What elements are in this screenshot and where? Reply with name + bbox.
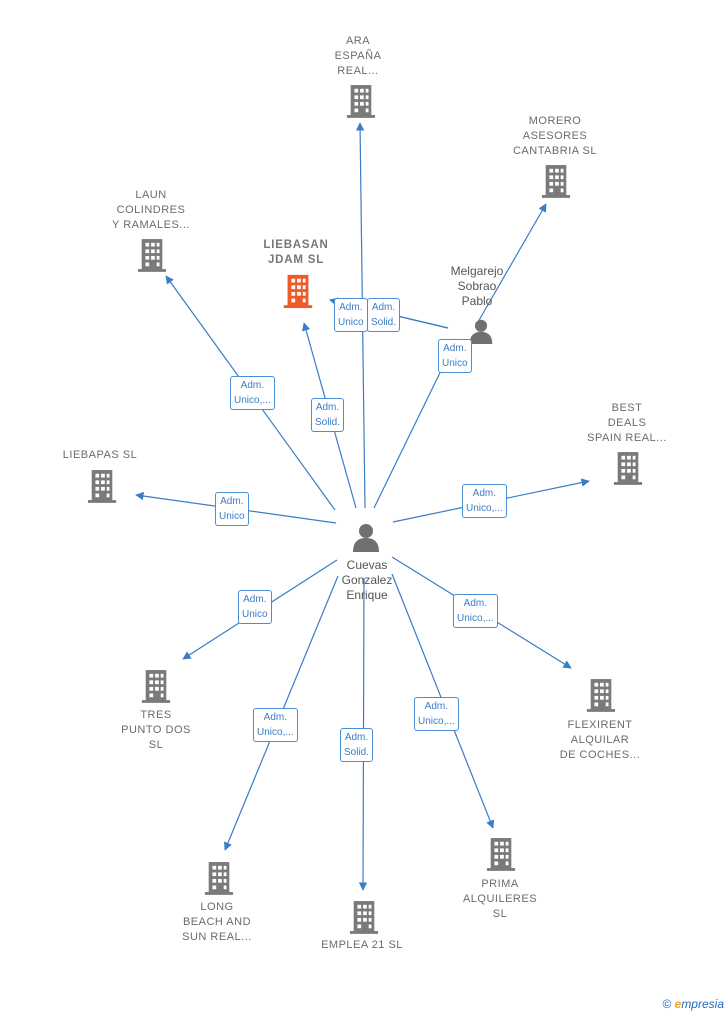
company-label-ara[interactable]: ARA ESPAÑA REAL... — [334, 35, 382, 77]
building-icon[interactable] — [141, 670, 171, 703]
edge-label-liebapas[interactable]: Adm. Unico — [215, 492, 249, 526]
brand-logo-letter: e — [674, 997, 682, 1011]
company-label-flexirent[interactable]: FLEXIRENT ALQUILAR DE COCHES... — [559, 719, 641, 761]
edge-label-laun[interactable]: Adm. Unico,... — [230, 376, 275, 410]
building-icon[interactable] — [486, 838, 516, 871]
company-label-morero[interactable]: MORERO ASESORES CANTABRIA SL — [512, 115, 598, 157]
building-icon[interactable] — [87, 470, 117, 503]
company-label-long[interactable]: LONG BEACH AND SUN REAL... — [182, 901, 252, 943]
company-label-tres[interactable]: TRES PUNTO DOS SL — [121, 709, 191, 751]
person-icon[interactable] — [469, 319, 493, 344]
building-icon[interactable] — [204, 862, 234, 895]
building-icon[interactable] — [283, 274, 313, 309]
edge-label-liebasan[interactable]: Adm. Unico — [334, 298, 368, 332]
building-icon[interactable] — [349, 901, 379, 934]
company-label-liebasan[interactable]: LIEBASAN JDAM SL — [263, 239, 329, 266]
edge-label-long[interactable]: Adm. Unico,... — [253, 708, 298, 742]
company-label-liebapas[interactable]: LIEBAPAS SL — [62, 449, 138, 461]
edge-label-flexirent[interactable]: Adm. Unico,... — [453, 594, 498, 628]
edge-label-melgarejo[interactable]: Adm. Unico — [438, 339, 472, 373]
company-label-prima[interactable]: PRIMA ALQUILERES SL — [462, 878, 538, 920]
building-icon[interactable] — [586, 679, 616, 712]
building-icon[interactable] — [346, 85, 376, 118]
edge-lines — [135, 122, 590, 891]
edge-label-tres[interactable]: Adm. Unico — [238, 590, 272, 624]
building-icon[interactable] — [541, 165, 571, 198]
edge-label-emplea[interactable]: Adm. Solid. — [340, 728, 374, 762]
edge-label-prima[interactable]: Adm. Unico,... — [414, 697, 459, 731]
empresia-footer: © empresia — [662, 997, 724, 1011]
secondary-person-name[interactable]: Melgarejo Sobrao Pablo — [450, 264, 504, 308]
company-label-emplea[interactable]: EMPLEA 21 SL — [321, 939, 403, 951]
edge-label-best[interactable]: Adm. Unico,... — [462, 484, 507, 518]
company-label-laun[interactable]: LAUN COLINDRES Y RAMALES... — [112, 189, 190, 231]
building-icon[interactable] — [137, 239, 167, 272]
edge-label-liebasan[interactable]: Adm. Solid. — [311, 398, 345, 432]
edge-label-liebasan[interactable]: Adm. Solid. — [367, 298, 401, 332]
copyright-symbol: © — [662, 997, 672, 1011]
edge-melgarejo-morero — [477, 203, 547, 323]
person-icon[interactable] — [353, 524, 379, 552]
center-person-name[interactable]: Cuevas Gonzalez Enrique — [341, 558, 393, 602]
brand-logo-text: mpresia — [681, 997, 724, 1011]
company-label-best[interactable]: BEST DEALS SPAIN REAL... — [587, 402, 667, 444]
building-icon[interactable] — [613, 452, 643, 485]
